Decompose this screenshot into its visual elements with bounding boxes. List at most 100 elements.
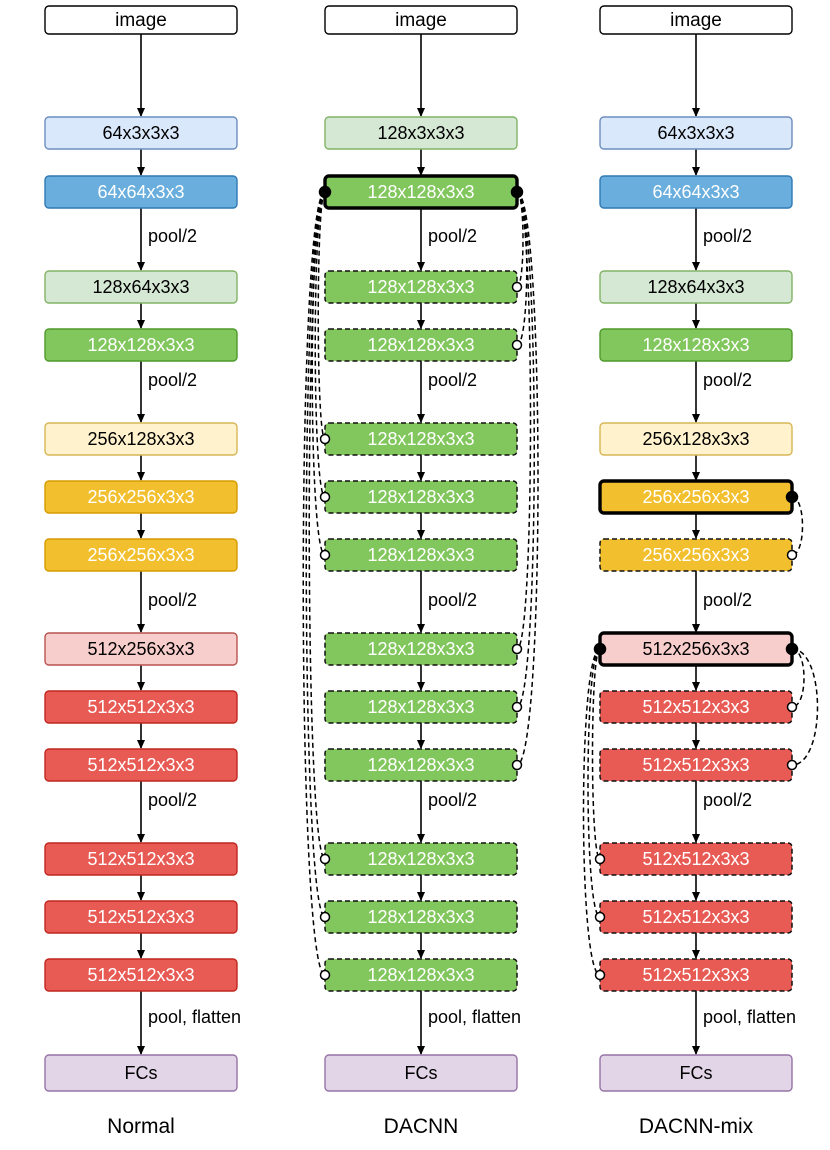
layer-box-2-12: 512x512x3x3: [599, 958, 793, 992]
target-dot-dacnn-5: [319, 491, 331, 503]
layer-box-0-11-rect: [44, 900, 238, 934]
layer-box-1-5-label: 128x128x3x3: [367, 487, 474, 507]
layer-box-1-9-label: 128x128x3x3: [367, 755, 474, 775]
fcs-box-1: FCs: [324, 1054, 518, 1092]
layer-box-2-3: 128x128x3x3: [599, 328, 793, 362]
layer-box-0-7-rect: [44, 632, 238, 666]
skip-link-mix-11: [587, 648, 601, 918]
layer-box-0-6-label: 256x256x3x3: [87, 545, 194, 565]
layer-box-0-1: 64x64x3x3: [44, 175, 238, 209]
layer-box-2-7-label: 512x256x3x3: [642, 639, 749, 659]
transition-label-1-2: pool/2: [428, 590, 477, 610]
layer-box-0-5-rect: [44, 480, 238, 514]
layer-box-0-7-label: 512x256x3x3: [87, 639, 194, 659]
target-dot-mix-10: [594, 853, 606, 865]
layer-box-2-1: 64x64x3x3: [599, 175, 793, 209]
transition-label-2-4: pool, flatten: [703, 1007, 796, 1027]
layer-box-2-11-rect: [599, 900, 793, 934]
fcs-box-1-rect: [324, 1054, 518, 1092]
layer-box-2-8: 512x512x3x3: [599, 690, 793, 724]
layer-box-2-5-label: 256x256x3x3: [642, 487, 749, 507]
layer-box-1-8: 128x128x3x3: [324, 690, 518, 724]
target-dot-mix-6: [786, 549, 798, 561]
layer-box-0-10-label: 512x512x3x3: [87, 849, 194, 869]
layer-box-2-0: 64x3x3x3: [599, 116, 793, 150]
target-dot-dacnn-11: [319, 911, 331, 923]
input-box-2: image: [599, 5, 793, 35]
transition-label-2-3: pool/2: [703, 790, 752, 810]
layer-box-0-0-label: 64x3x3x3: [102, 123, 179, 143]
layer-box-1-3: 128x128x3x3: [324, 328, 518, 362]
input-box-2-rect: [599, 5, 793, 35]
layer-box-0-1-rect: [44, 175, 238, 209]
skip-link-mix-9: [791, 648, 819, 766]
target-dot-dacnn-2: [511, 281, 523, 293]
target-dot-dacnn-12: [319, 969, 331, 981]
column-caption-0: Normal: [107, 1115, 175, 1138]
skip-link-mix-12: [582, 648, 601, 976]
transition-label-0-3: pool/2: [148, 790, 197, 810]
layer-box-0-7: 512x256x3x3: [44, 632, 238, 666]
source-dot-left-dacnn: [318, 185, 332, 199]
layer-box-0-0: 64x3x3x3: [44, 116, 238, 150]
layer-box-0-9: 512x512x3x3: [44, 748, 238, 782]
layer-box-1-10: 128x128x3x3: [324, 842, 518, 876]
layer-box-2-12-rect: [599, 958, 793, 992]
layer-box-1-7: 128x128x3x3: [324, 632, 518, 666]
layer-box-1-11: 128x128x3x3: [324, 900, 518, 934]
fcs-box-1-label: FCs: [405, 1063, 438, 1083]
layer-box-0-8: 512x512x3x3: [44, 690, 238, 724]
layer-box-0-11: 512x512x3x3: [44, 900, 238, 934]
layer-box-1-12-label: 128x128x3x3: [367, 965, 474, 985]
source-dot-mix-red-right: [785, 642, 799, 656]
transition-label-2-2: pool/2: [703, 590, 752, 610]
layer-box-1-1-label: 128x128x3x3: [367, 182, 474, 202]
layer-box-1-4-rect: [324, 422, 518, 456]
layer-box-2-3-label: 128x128x3x3: [642, 335, 749, 355]
skip-link-dacnn-left-12: [302, 191, 326, 976]
layer-box-0-2-rect: [44, 270, 238, 304]
layer-box-0-1-label: 64x64x3x3: [97, 182, 184, 202]
layer-box-0-2: 128x64x3x3: [44, 270, 238, 304]
skip-link-dacnn-left-5: [314, 191, 326, 498]
transition-label-2-1: pool/2: [703, 370, 752, 390]
skip-link-mix-8: [791, 648, 805, 708]
source-dot-mix-yellow: [785, 490, 799, 504]
layer-box-0-3-rect: [44, 328, 238, 362]
skip-link-dacnn-left-4: [317, 191, 326, 440]
fcs-box-0-rect: [44, 1054, 238, 1092]
layer-box-1-7-label: 128x128x3x3: [367, 639, 474, 659]
layer-box-2-8-label: 512x512x3x3: [642, 697, 749, 717]
layer-box-2-10-rect: [599, 842, 793, 876]
layer-box-2-4-rect: [599, 422, 793, 456]
target-dot-mix-11: [594, 911, 606, 923]
transition-label-0-4: pool, flatten: [148, 1007, 241, 1027]
transition-label-1-4: pool, flatten: [428, 1007, 521, 1027]
column-caption-2: DACNN-mix: [639, 1115, 754, 1138]
transition-label-2-0: pool/2: [703, 226, 752, 246]
layer-box-0-5-label: 256x256x3x3: [87, 487, 194, 507]
layer-box-0-3-label: 128x128x3x3: [87, 335, 194, 355]
transition-label-0-2: pool/2: [148, 590, 197, 610]
target-dot-dacnn-7: [511, 643, 523, 655]
layer-box-1-0-rect: [324, 116, 518, 150]
input-box-2-label: image: [670, 10, 722, 31]
layer-box-0-9-rect: [44, 748, 238, 782]
fcs-box-2-rect: [599, 1054, 793, 1092]
skip-link-dacnn-right-8: [516, 191, 535, 708]
layer-box-0-5: 256x256x3x3: [44, 480, 238, 514]
fcs-box-0: FCs: [44, 1054, 238, 1092]
input-box-1: image: [324, 5, 518, 35]
layer-box-2-2-label: 128x64x3x3: [647, 277, 744, 297]
transition-label-1-1: pool/2: [428, 370, 477, 390]
layer-box-0-11-label: 512x512x3x3: [87, 907, 194, 927]
layer-box-1-4: 128x128x3x3: [324, 422, 518, 456]
layer-box-2-1-rect: [599, 175, 793, 209]
layer-box-2-2: 128x64x3x3: [599, 270, 793, 304]
layer-box-0-6-rect: [44, 538, 238, 572]
layer-box-1-6: 128x128x3x3: [324, 538, 518, 572]
layer-box-2-5: 256x256x3x3: [598, 479, 794, 515]
layer-box-2-10: 512x512x3x3: [599, 842, 793, 876]
layer-box-1-10-rect: [324, 842, 518, 876]
layer-box-0-10-rect: [44, 842, 238, 876]
